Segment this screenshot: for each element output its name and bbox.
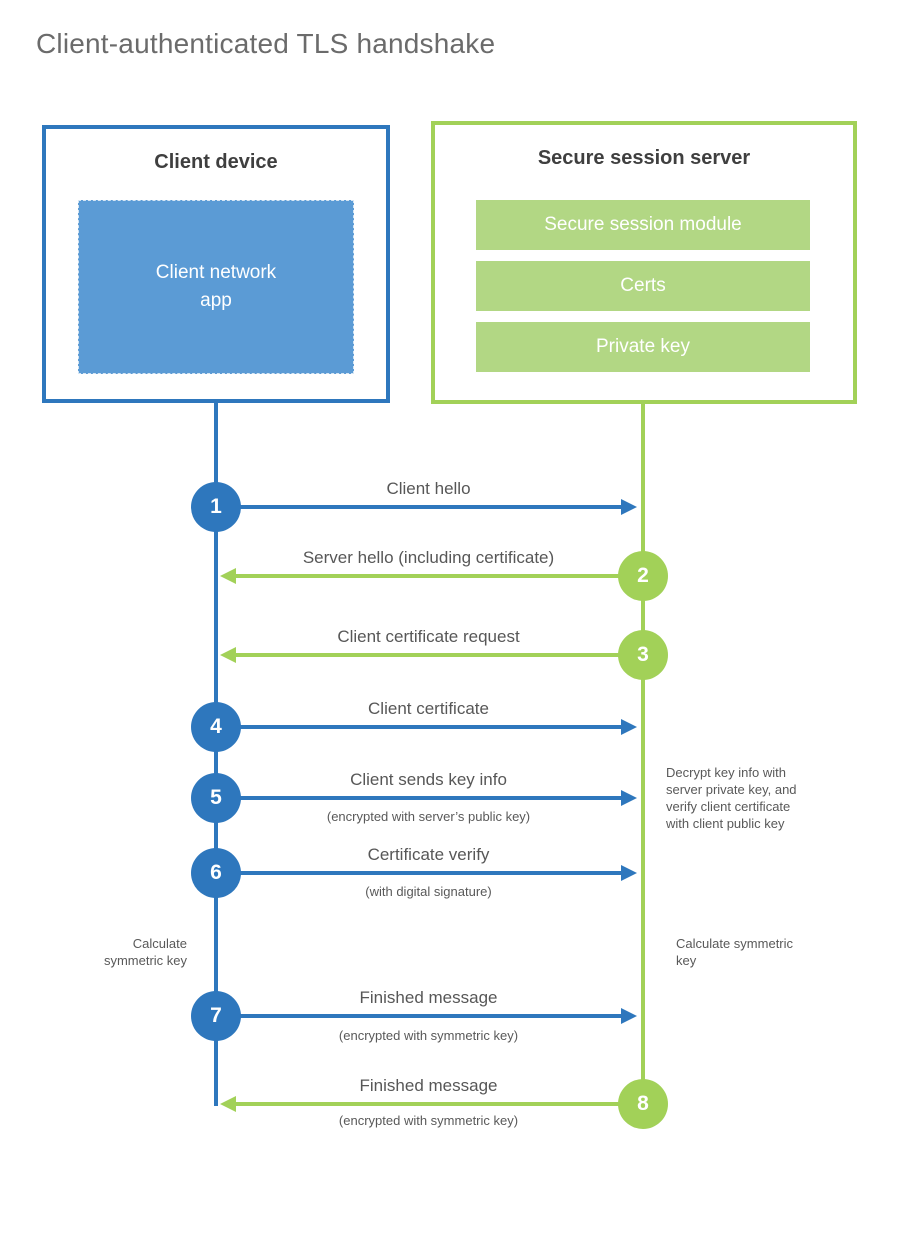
client-lifeline	[214, 403, 218, 1106]
server-module-private-key: Private key	[476, 322, 810, 372]
annotation-calculate-symmetric-key-server: Calculate symmetric key	[676, 936, 794, 968]
step-6-badge: 6	[191, 848, 241, 898]
server-lifeline	[641, 404, 645, 1104]
step-4-badge: 4	[191, 702, 241, 752]
client-device-heading: Client device	[154, 151, 278, 173]
step-2-badge: 2	[618, 551, 668, 601]
step-2-label: Server hello (including certificate)	[302, 548, 555, 567]
step-3-badge: 3	[618, 630, 668, 680]
step-5-arrowhead-icon	[621, 790, 637, 806]
step-5-label: Client sends key info	[350, 770, 507, 789]
step-6-sublabel: (with digital signature)	[365, 884, 492, 899]
step-5-badge: 5	[191, 773, 241, 823]
step-5-arrow	[216, 796, 622, 800]
step-7-label: Finished message	[359, 988, 498, 1007]
step-8-arrowhead-icon	[220, 1096, 236, 1112]
diagram-title: Client-authenticated TLS handshake	[36, 28, 496, 59]
annotation-decrypt-key-info: Decrypt key info with server private key…	[666, 765, 797, 831]
step-5-sublabel: (encrypted with server’s public key)	[326, 809, 531, 824]
step-7-arrowhead-icon	[621, 1008, 637, 1024]
annotation-calculate-symmetric-key-client: Calculate symmetric key	[103, 936, 187, 968]
step-8-arrow	[236, 1102, 641, 1106]
step-4-label: Client certificate	[368, 699, 489, 718]
step-2-arrowhead-icon	[220, 568, 236, 584]
step-4-arrow	[216, 725, 622, 729]
step-1-label: Client hello	[386, 479, 471, 498]
step-1-arrowhead-icon	[621, 499, 637, 515]
step-1-arrow	[216, 505, 622, 509]
step-3-label: Client certificate request	[337, 627, 520, 646]
step-7-badge: 7	[191, 991, 241, 1041]
step-3-arrow	[236, 653, 641, 657]
step-8-sublabel: (encrypted with symmetric key)	[338, 1113, 519, 1128]
step-6-arrowhead-icon	[621, 865, 637, 881]
secure-session-server-box: Secure session server Secure session mod…	[431, 121, 857, 404]
step-7-arrow	[216, 1014, 622, 1018]
secure-session-server-heading: Secure session server	[537, 147, 751, 169]
step-2-arrow	[236, 574, 641, 578]
step-8-label: Finished message	[359, 1076, 498, 1095]
server-module-secure-session-module: Secure session module	[476, 200, 810, 250]
step-6-arrow	[216, 871, 622, 875]
step-4-arrowhead-icon	[621, 719, 637, 735]
step-1-badge: 1	[191, 482, 241, 532]
step-6-label: Certificate verify	[367, 845, 490, 864]
step-3-arrowhead-icon	[220, 647, 236, 663]
step-8-badge: 8	[618, 1079, 668, 1129]
step-7-sublabel: (encrypted with symmetric key)	[338, 1028, 519, 1043]
server-module-certs: Certs	[476, 261, 810, 311]
